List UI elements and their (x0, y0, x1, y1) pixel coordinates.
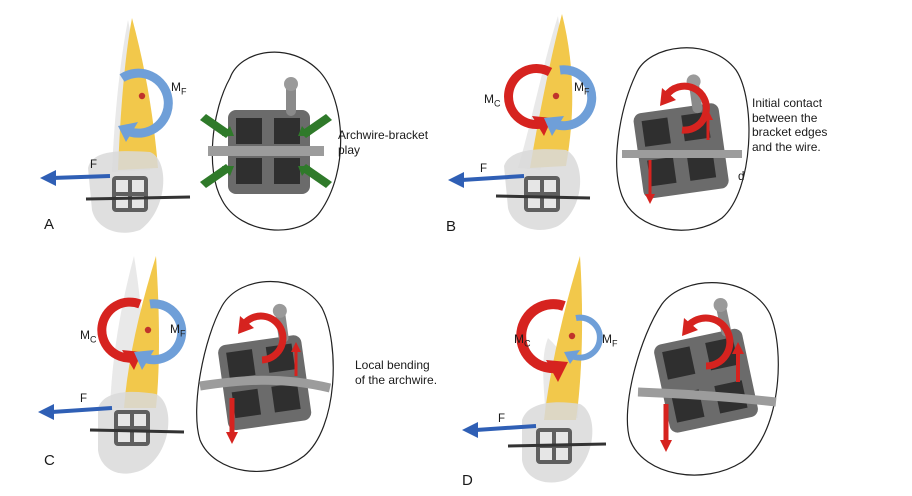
large-bracket-tilted (633, 74, 729, 199)
archwire-large (622, 150, 742, 158)
force-arrow (51, 406, 113, 414)
moment-c-label: MC (80, 328, 97, 345)
force-label: F (498, 413, 506, 425)
moment-f-label: MF (602, 332, 618, 349)
tooth-root (118, 18, 158, 170)
small-archwire (85, 195, 191, 201)
zoom-outline (196, 280, 334, 472)
moment-c-label: MC (484, 92, 501, 109)
zoom-outline (626, 282, 779, 476)
archwire-large (208, 146, 324, 156)
panel-letter: D (462, 472, 473, 489)
force-arrow (51, 174, 111, 180)
moment-f-label: MF (170, 322, 186, 339)
panel-c-drawing (38, 256, 334, 474)
moment-c-label: MC (514, 332, 531, 349)
panel-b-drawing (448, 14, 750, 231)
play-arrows (200, 114, 332, 188)
moment-c-arrow (504, 64, 553, 130)
panel-letter: A (44, 216, 55, 233)
panel-d: MC MF F D (440, 248, 896, 496)
moment-f-arrow (142, 299, 187, 365)
force-label: F (80, 393, 88, 405)
bracket-moment-arrow (663, 82, 710, 134)
moment-f-arrowhead (118, 122, 138, 142)
center-of-resistance (138, 92, 146, 100)
moment-c-arrow (516, 299, 566, 374)
panel-letter: B (446, 218, 457, 235)
panel-d-drawing (462, 256, 779, 483)
moment-f-arrow (570, 314, 603, 361)
force-label: F (480, 163, 488, 175)
moment-f-arrow (119, 68, 173, 138)
moment-f-arrow (552, 65, 597, 131)
distance-label: d (738, 171, 745, 183)
panel-a-drawing (40, 18, 342, 233)
moment-f-label: MF (171, 80, 187, 97)
zoom-outline (616, 47, 750, 231)
moment-f-label: MF (574, 80, 590, 97)
moment-c-arrow (97, 297, 142, 363)
force-arrow (461, 174, 525, 182)
panel-letter: C (44, 452, 55, 469)
force-arrow (475, 424, 537, 432)
bent-archwire (199, 375, 332, 393)
force-label: F (90, 159, 98, 171)
zoom-outline (211, 51, 342, 231)
